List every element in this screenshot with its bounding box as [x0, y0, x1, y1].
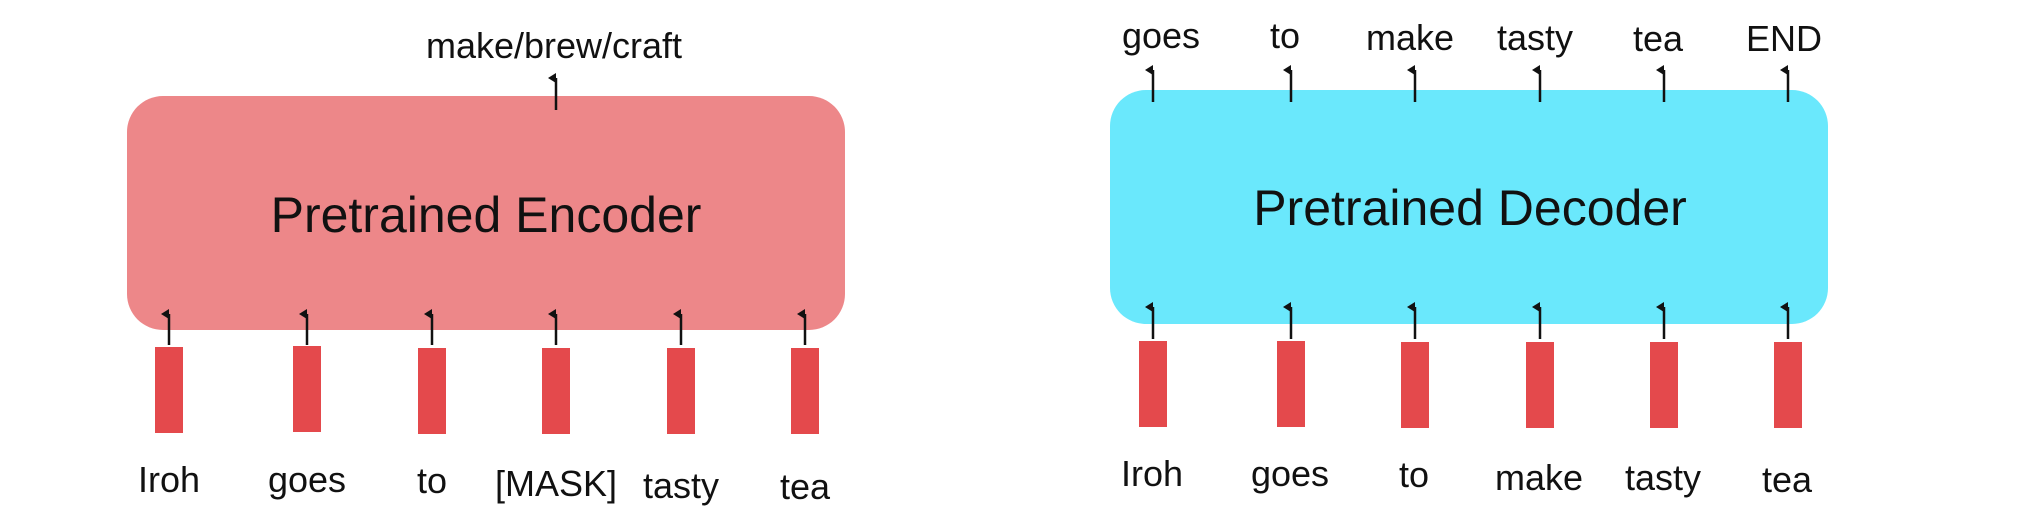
token-label: tasty — [643, 465, 719, 506]
decoder-token-1: goes — [1251, 302, 1329, 494]
output-token-label: END — [1746, 18, 1822, 59]
encoder-panel: Pretrained Encoder make/brew/craft Iroh … — [127, 25, 845, 507]
token-label: make — [1495, 457, 1583, 498]
embedding-bar — [1277, 341, 1305, 427]
decoder-title: Pretrained Decoder — [1253, 180, 1687, 236]
decoder-output-1: to — [1270, 15, 1300, 102]
decoder-output-2: make — [1366, 17, 1454, 102]
output-token-label: make — [1366, 17, 1454, 58]
encoder-box — [127, 96, 845, 330]
encoder-token-4: tasty — [643, 309, 719, 506]
token-label: goes — [268, 459, 346, 500]
token-label: tea — [780, 466, 831, 507]
embedding-bar — [1526, 342, 1554, 428]
decoder-token-5: tea — [1762, 302, 1813, 500]
embedding-bar — [1139, 341, 1167, 427]
decoder-box — [1110, 90, 1828, 324]
embedding-bar — [1401, 342, 1429, 428]
encoder-token-3: [MASK] — [495, 309, 617, 504]
embedding-bar — [791, 348, 819, 434]
decoder-output-3: tasty — [1497, 17, 1573, 102]
output-token-label: tasty — [1497, 17, 1573, 58]
output-token-label: to — [1270, 15, 1300, 56]
decoder-output-4: tea — [1633, 18, 1684, 102]
decoder-output-0: goes — [1122, 15, 1200, 102]
encoder-token-1: goes — [268, 309, 346, 500]
embedding-bar — [418, 348, 446, 434]
token-label: to — [1399, 454, 1429, 495]
decoder-output-5: END — [1746, 18, 1822, 102]
embedding-bar — [542, 348, 570, 434]
encoder-output-label: make/brew/craft — [426, 25, 682, 66]
decoder-token-3: make — [1495, 302, 1583, 498]
decoder-token-2: to — [1399, 302, 1429, 495]
token-label: to — [417, 460, 447, 501]
embedding-bar — [155, 347, 183, 433]
encoder-input-tokens: Iroh goes to [MASK] tasty — [138, 309, 831, 507]
encoder-token-5: tea — [780, 309, 831, 507]
decoder-token-4: tasty — [1625, 302, 1701, 498]
embedding-bar — [1774, 342, 1802, 428]
decoder-output-tokens: goes to make tasty tea END — [1122, 15, 1822, 102]
decoder-input-tokens: Iroh goes to make tasty — [1121, 302, 1813, 500]
token-label: goes — [1251, 453, 1329, 494]
token-label: [MASK] — [495, 463, 617, 504]
embedding-bar — [667, 348, 695, 434]
output-token-label: goes — [1122, 15, 1200, 56]
decoder-token-0: Iroh — [1121, 302, 1183, 494]
encoder-token-0: Iroh — [138, 309, 200, 500]
token-label: Iroh — [138, 459, 200, 500]
embedding-bar — [293, 346, 321, 432]
token-label: tea — [1762, 459, 1813, 500]
token-label: Iroh — [1121, 453, 1183, 494]
encoder-token-2: to — [417, 309, 447, 501]
embedding-bar — [1650, 342, 1678, 428]
encoder-title: Pretrained Encoder — [271, 187, 702, 243]
output-token-label: tea — [1633, 18, 1684, 59]
token-label: tasty — [1625, 457, 1701, 498]
decoder-panel: Pretrained Decoder goes to make tasty te… — [1110, 15, 1828, 500]
